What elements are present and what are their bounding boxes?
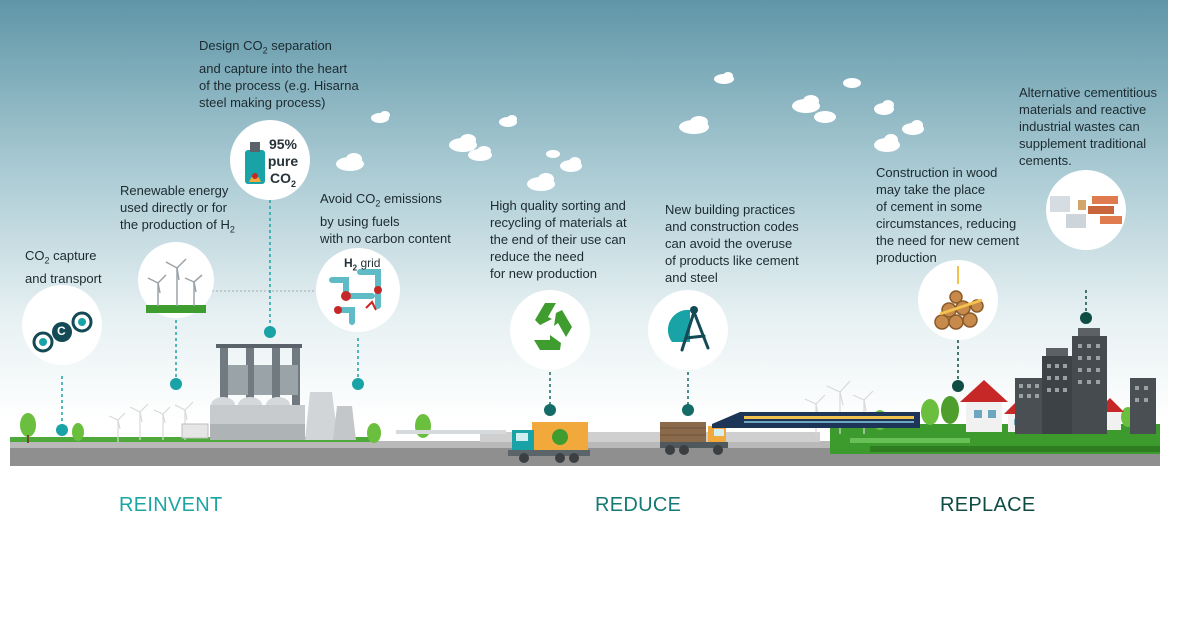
connectors <box>61 200 1087 426</box>
pure-word: pure <box>267 153 299 169</box>
co2-capture-badge-icon <box>22 285 102 365</box>
recycle-badge-icon <box>510 290 590 370</box>
log-truck <box>660 422 728 455</box>
train <box>712 412 920 428</box>
cloud <box>449 134 477 152</box>
caption-avoid-co2: Avoid CO2 emissions by using fuels with … <box>320 191 451 246</box>
cloud <box>843 78 861 88</box>
pure-co2: CO2 <box>269 170 296 189</box>
cloud <box>792 95 820 113</box>
cloud <box>874 134 900 152</box>
phase-replace: REPLACE <box>940 494 1036 516</box>
co2-letter: C <box>57 324 66 338</box>
caption-construction-wood: Construction in wood may take the place … <box>876 165 1020 265</box>
pure-co2-label: 95% pure CO2 <box>253 136 313 193</box>
cloud <box>527 173 555 191</box>
pipeline <box>396 430 506 434</box>
pure-co2-badge-icon <box>230 120 310 200</box>
recycling-truck <box>508 422 590 463</box>
phase-reduce: REDUCE <box>595 494 682 516</box>
clouds <box>336 72 924 191</box>
small-house <box>181 423 209 439</box>
cloud <box>499 115 517 127</box>
h2-grid-label: H2 grid <box>344 256 381 273</box>
renewable-energy-badge-icon <box>138 242 214 318</box>
caption-building-practices: New building practices and construction … <box>665 202 799 285</box>
cloud <box>468 146 492 161</box>
cloud <box>679 116 709 134</box>
cloud <box>902 120 924 135</box>
phase-reinvent: REINVENT <box>119 494 223 516</box>
h2-grid-badge-icon <box>316 248 400 332</box>
compass-badge-icon <box>648 290 728 370</box>
connector-dots <box>56 312 1092 436</box>
caption-alternative-materials: Alternative cementitious materials and r… <box>1019 85 1158 168</box>
caption-co2-capture: CO2 capture and transport <box>25 248 102 286</box>
city-buildings <box>1015 328 1156 434</box>
cloud <box>546 150 560 158</box>
cloud <box>336 153 364 171</box>
cement-materials-badge-icon <box>1046 170 1126 250</box>
cloud <box>714 72 734 84</box>
caption-recycling: High quality sorting and recycling of ma… <box>490 198 627 281</box>
caption-renewable-energy: Renewable energy used directly or for th… <box>120 183 235 235</box>
pure-percent: 95% <box>268 136 298 152</box>
cloud <box>371 111 390 123</box>
steel-plant <box>210 344 356 440</box>
cloud <box>814 111 836 123</box>
caption-design-co2-separation: Design CO2 separation and capture into t… <box>199 38 359 110</box>
cloud <box>874 100 894 115</box>
wood-logs-badge-icon <box>918 260 998 340</box>
cloud <box>560 157 582 172</box>
ground-turbines <box>108 380 874 442</box>
